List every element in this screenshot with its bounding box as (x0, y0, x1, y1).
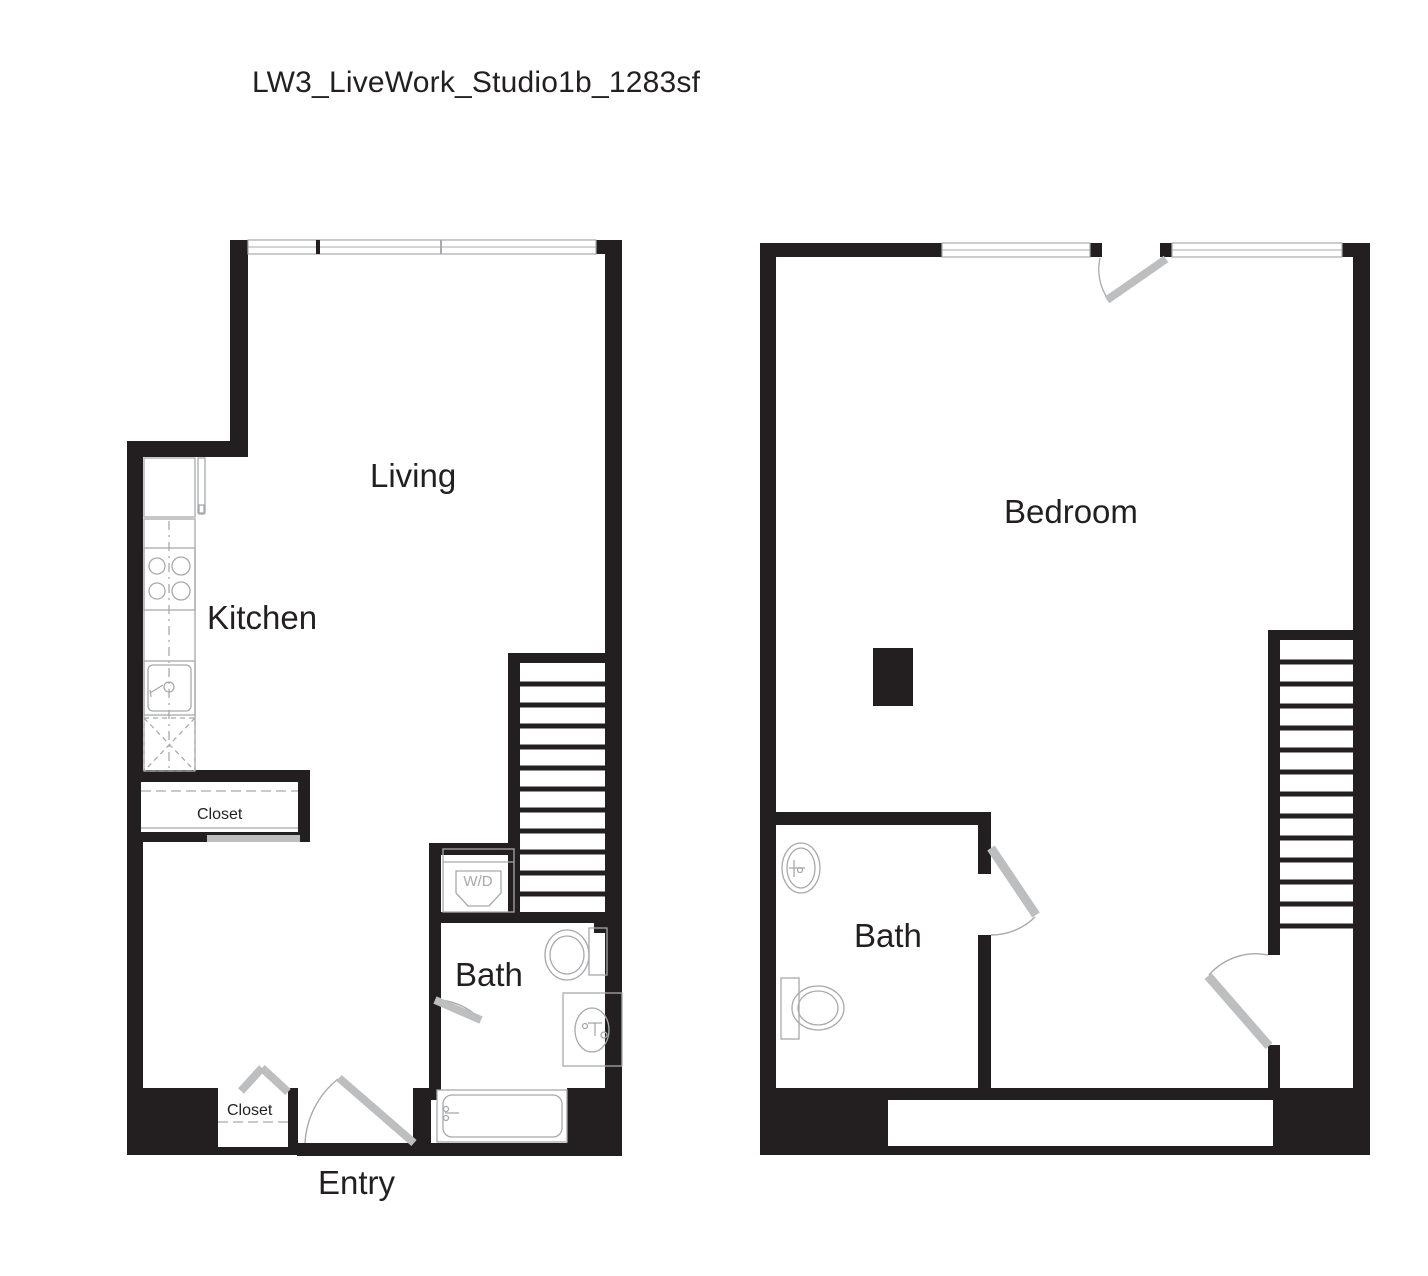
structural-column (873, 648, 913, 706)
range-icon (143, 547, 196, 611)
vanity-sink-icon-2 (781, 842, 821, 894)
kitchen-sink-icon (143, 660, 196, 716)
balcony-alcove (888, 1100, 1273, 1148)
dishwasher-icon (143, 717, 196, 772)
upper-level-walls (760, 243, 1370, 1155)
toilet-icon (544, 927, 608, 981)
bath-1-fixtures (436, 927, 623, 1143)
closet-kitchen-interior (141, 782, 298, 832)
upper-level-plan (760, 242, 1370, 1155)
lower-level-walls (127, 240, 622, 1156)
lower-level-doors (238, 996, 483, 1147)
bathtub-icon (436, 1089, 568, 1143)
vanity-sink-icon (562, 992, 623, 1067)
bath-2-fixtures (780, 842, 845, 1040)
closet-kitchen-sliding-door (207, 835, 300, 842)
kitchen-fixtures (143, 457, 206, 772)
toilet-icon-2 (780, 977, 845, 1040)
stair-run-2 (1280, 640, 1353, 952)
page-title: LW3_LiveWork_Studio1b_1283sf (252, 66, 701, 99)
bedroom-balcony-door (1098, 255, 1169, 304)
bedroom-window-band-right (1171, 242, 1343, 258)
refrigerator-icon (143, 457, 196, 518)
bath-1-door (433, 996, 483, 1024)
closet-entry-bifold-door (238, 1065, 291, 1095)
stair-run (520, 663, 605, 912)
washer-dryer-icon: W/D (442, 848, 515, 913)
lower-level-plan: W/D (127, 239, 623, 1156)
entry-door (304, 1074, 417, 1147)
svg-text:W/D: W/D (463, 873, 492, 890)
living-window-band (247, 239, 597, 255)
bedroom-window-band-left (941, 242, 1091, 258)
stair-door-2 (1204, 953, 1273, 1049)
bath-2-door (987, 845, 1040, 936)
